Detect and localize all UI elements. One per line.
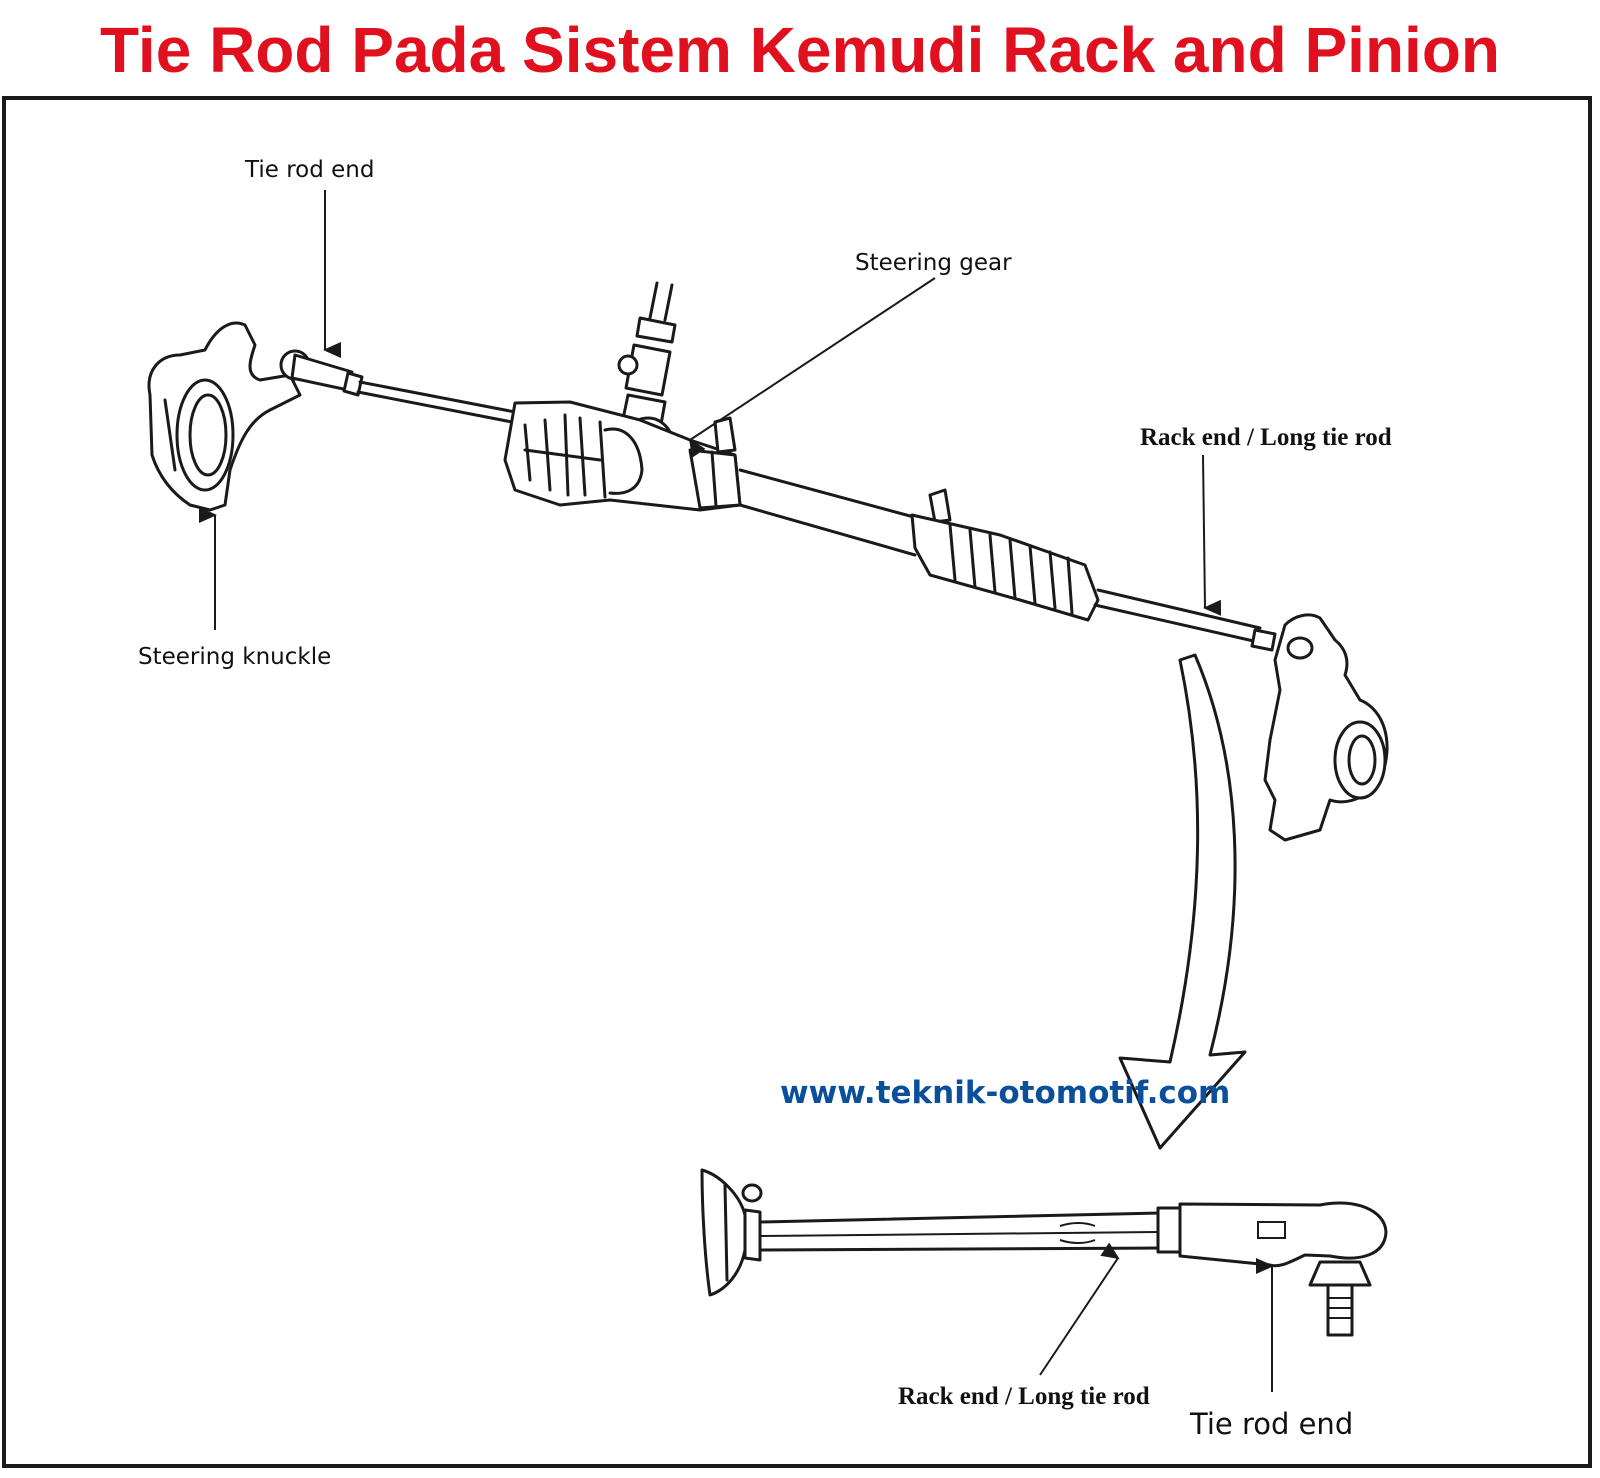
left-tie-rod	[290, 353, 517, 424]
detail-tie-rod-assembly	[700, 1168, 1388, 1337]
label-tie-rod-end-top: Tie rod end	[244, 157, 374, 183]
label-steering-gear: Steering gear	[855, 250, 1012, 276]
diagram-frame	[2, 96, 1592, 1468]
leader-lines	[199, 190, 1274, 1392]
label-steering-knuckle: Steering knuckle	[138, 644, 331, 670]
leader-rack-end-bottom	[1039, 1242, 1120, 1376]
left-steering-knuckle	[147, 321, 311, 512]
page-title: Tie Rod Pada Sistem Kemudi Rack and Pini…	[99, 14, 1501, 86]
detail-pointer-arrow	[1118, 653, 1247, 1150]
right-tie-rod	[1093, 588, 1277, 652]
label-rack-end-top: Rack end / Long tie rod	[1140, 424, 1392, 451]
watermark-url: www.teknik-otomotif.com	[780, 1075, 1230, 1111]
steering-gear-housing	[503, 400, 742, 512]
leader-steering-gear	[688, 277, 936, 458]
right-steering-knuckle	[1263, 613, 1389, 842]
label-rack-end-bottom: Rack end / Long tie rod	[898, 1383, 1150, 1410]
rack-tube	[738, 468, 952, 557]
right-rubber-boot	[910, 513, 1100, 622]
leader-rack-end-top	[1202, 454, 1222, 616]
label-tie-rod-end-bottom: Tie rod end	[1189, 1407, 1353, 1441]
